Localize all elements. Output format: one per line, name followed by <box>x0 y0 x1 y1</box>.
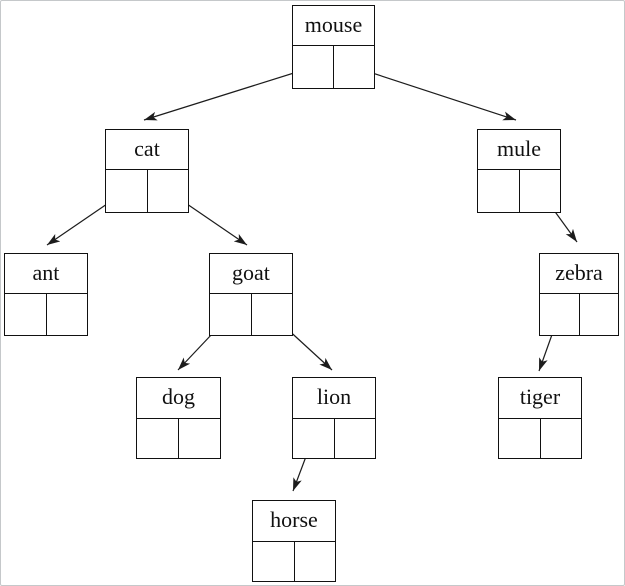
right-pointer-cell <box>334 46 374 88</box>
left-pointer-cell <box>106 170 148 212</box>
node-pointer-cells <box>499 419 581 458</box>
tree-node-zebra: zebra <box>539 253 619 336</box>
tree-node-lion: lion <box>292 377 376 459</box>
right-pointer-cell <box>47 294 88 335</box>
tree-node-mouse: mouse <box>292 5 375 89</box>
left-pointer-cell <box>210 294 252 335</box>
tree-node-tiger: tiger <box>498 377 582 459</box>
node-label: mouse <box>293 6 374 46</box>
node-pointer-cells <box>210 294 292 335</box>
right-pointer-cell <box>520 170 561 212</box>
left-pointer-cell <box>293 46 334 88</box>
node-label: tiger <box>499 378 581 419</box>
left-pointer-cell <box>478 170 520 212</box>
tree-node-dog: dog <box>136 377 221 459</box>
node-pointer-cells <box>293 419 375 458</box>
node-label: ant <box>5 254 87 294</box>
right-pointer-cell <box>148 170 189 212</box>
node-label: mule <box>478 130 560 170</box>
right-pointer-cell <box>541 419 582 458</box>
node-pointer-cells <box>293 46 374 88</box>
right-pointer-cell <box>252 294 293 335</box>
node-pointer-cells <box>253 542 335 581</box>
tree-node-mule: mule <box>477 129 561 213</box>
left-pointer-cell <box>540 294 580 335</box>
tree-node-ant: ant <box>4 253 88 336</box>
node-label: zebra <box>540 254 618 294</box>
node-label: lion <box>293 378 375 419</box>
node-pointer-cells <box>478 170 560 212</box>
node-pointer-cells <box>540 294 618 335</box>
right-pointer-cell <box>335 419 376 458</box>
right-pointer-cell <box>179 419 220 458</box>
node-label: goat <box>210 254 292 294</box>
node-label: cat <box>106 130 188 170</box>
right-pointer-cell <box>295 542 336 581</box>
left-pointer-cell <box>253 542 295 581</box>
node-pointer-cells <box>106 170 188 212</box>
node-label: dog <box>137 378 220 419</box>
tree-node-horse: horse <box>252 500 336 582</box>
node-label: horse <box>253 501 335 542</box>
left-pointer-cell <box>5 294 47 335</box>
node-pointer-cells <box>137 419 220 458</box>
left-pointer-cell <box>137 419 179 458</box>
left-pointer-cell <box>293 419 335 458</box>
right-pointer-cell <box>580 294 619 335</box>
tree-node-cat: cat <box>105 129 189 213</box>
node-pointer-cells <box>5 294 87 335</box>
tree-node-goat: goat <box>209 253 293 336</box>
left-pointer-cell <box>499 419 541 458</box>
